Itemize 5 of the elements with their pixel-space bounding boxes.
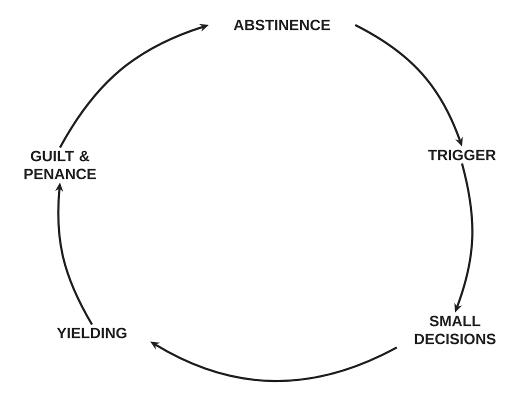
stage-label: YIELDING bbox=[56, 328, 126, 338]
stage-label: GUILT & PENANCE bbox=[24, 150, 96, 180]
stage-label: TRIGGER bbox=[428, 150, 496, 160]
stage-label: ABSTINENCE bbox=[234, 20, 330, 30]
stage-label: SMALL DECISIONS bbox=[414, 316, 496, 344]
